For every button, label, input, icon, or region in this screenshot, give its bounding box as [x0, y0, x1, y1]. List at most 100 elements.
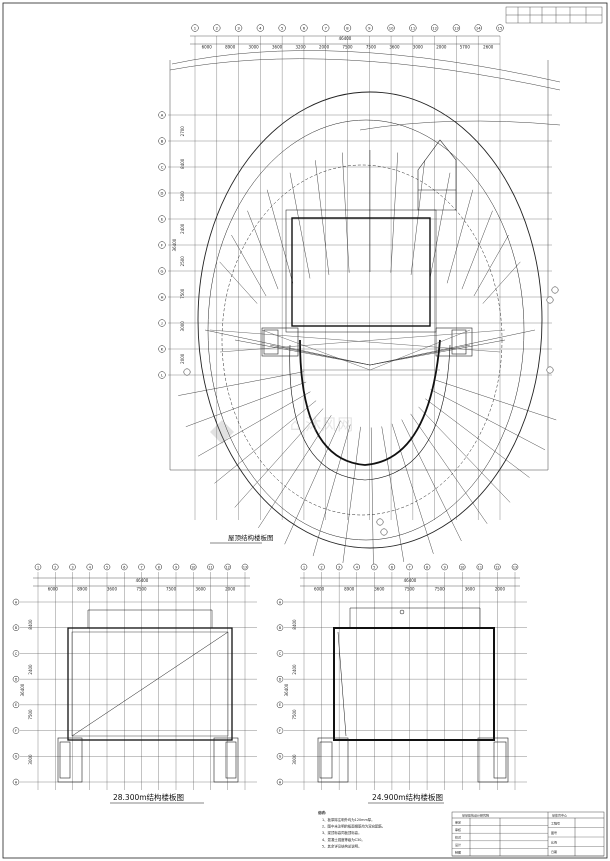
right_plan-axis-top-10-label: 10 [460, 565, 464, 569]
left_plan-axis-top-1-label: 1 [37, 565, 39, 569]
top-axis-bubble-12: 12 [430, 24, 439, 32]
top-overall-dim: 46400 [339, 36, 352, 41]
title-project: 某体育中心 [552, 813, 567, 818]
right_plan-axis-top-4: 4 [353, 563, 360, 571]
right_plan-axis-left-A: A [276, 598, 284, 606]
left_plan-axis-left-A: A [12, 598, 20, 606]
right_plan-bay-dim-4: 7500 [435, 587, 446, 592]
extra-axis-bubble [546, 296, 554, 304]
right_plan-axis-top-10: 10 [459, 563, 466, 571]
top-bay-dim-4: 3200 [295, 45, 306, 50]
left_plan-axis-top-12-label: 12 [226, 565, 230, 569]
radial-beam [446, 189, 474, 284]
top-axis-bubble-H-label: H [161, 296, 164, 300]
left_plan-axis-top-6-label: 6 [123, 565, 125, 569]
left-left-total: 36400 [20, 683, 25, 696]
right-stair-cores [317, 737, 509, 783]
top-axis-bubble-A: A [158, 111, 166, 119]
top-axis-bubble-5-label: 5 [281, 27, 284, 31]
right_plan-axis-left-E-label: E [279, 703, 281, 707]
left_plan-axis-left-D-label: D [15, 677, 18, 681]
top-bay-dim-7: 7500 [366, 45, 377, 50]
left_plan-axis-left-E: E [12, 701, 20, 709]
top-axis-bubble-G-label: G [161, 270, 164, 274]
left_plan-axis-top-5-label: 5 [106, 565, 108, 569]
left_plan-axis-left-G: G [12, 753, 20, 760]
top-bay-dim-0: 6000 [202, 45, 213, 50]
radial-beam [342, 426, 361, 564]
top-axis-bubble-C-label: C [161, 166, 164, 170]
bracing-lines [209, 329, 506, 371]
right_plan-axis-left-F-label: F [279, 729, 281, 733]
top-axis-bubble-11-label: 11 [410, 27, 415, 31]
top-axis-bubble-2-label: 2 [216, 27, 218, 31]
right_plan-axis-left-D-label: D [279, 677, 282, 681]
right_plan-left-dim-1: 2400 [292, 664, 297, 675]
title-right-row-1: 图号 [551, 830, 557, 835]
right_plan-left-dim-0: 8400 [292, 619, 297, 630]
left_plan-left-dim-3: 3000 [28, 754, 33, 765]
stadium-outline [197, 91, 543, 549]
right_plan-axis-top-4-label: 4 [356, 565, 358, 569]
left_plan-axis-top-5: 5 [103, 563, 111, 571]
top-axis-bubble-B-label: B [161, 140, 164, 144]
right_plan-axis-left-B: B [276, 624, 284, 631]
left_plan-axis-left-D: D [12, 675, 20, 683]
left_plan-axis-top-8-label: 8 [158, 565, 160, 569]
top-axis-bubble-8: 8 [343, 24, 352, 32]
radial-beam [410, 413, 488, 524]
title-row-2: 校对 [455, 835, 461, 840]
left_plan-axis-left-H: H [12, 778, 20, 786]
right_plan-axis-top-3: 3 [335, 563, 343, 571]
right_plan-bay-dim-2: 3600 [374, 587, 385, 592]
svg-text:⌂ 沐风网: ⌂ 沐风网 [290, 415, 353, 434]
tower-right [417, 139, 457, 211]
top-axis-bubble-8-label: 8 [346, 27, 349, 31]
title-right-row-0: 工程号 [551, 821, 560, 826]
left_plan-axis-left-G-label: G [15, 755, 18, 759]
left_plan-axis-left-C-label: C [15, 652, 18, 656]
top-bay-dim-2: 3000 [249, 45, 260, 50]
radial-beam [258, 415, 332, 529]
left_plan-axis-top-3: 3 [69, 563, 76, 571]
left_plan-axis-top-13-label: 13 [243, 565, 247, 569]
top-axis-bubble-5: 5 [278, 24, 286, 32]
top-axis-bubble-6: 6 [300, 24, 308, 32]
left_plan-axis-top-9-label: 9 [175, 565, 177, 569]
right_plan-axis-left-B-label: B [279, 626, 282, 630]
left_plan-axis-top-10-label: 10 [191, 565, 195, 569]
title-right-row-2: 比例 [551, 840, 557, 845]
left-overall-dim: 46400 [136, 578, 149, 583]
top-axis-bubble-1: 1 [191, 24, 199, 32]
extra-axis-bubble [380, 528, 388, 536]
radial-beam [247, 210, 279, 290]
note-line-3: 4、混凝土强度等级为C30。 [322, 837, 365, 842]
top-axis-bubble-H: H [158, 293, 166, 301]
right_plan-axis-top-6-label: 6 [391, 565, 393, 569]
top-axis-bubble-13-label: 13 [454, 27, 459, 31]
left_plan-axis-top-2: 2 [52, 563, 59, 571]
radial-beam [434, 379, 557, 421]
converging-line [269, 344, 371, 366]
top-axis-bubble-A-label: A [161, 114, 164, 118]
left_plan-axis-left-A-label: A [15, 600, 18, 604]
right_plan-axis-top-5-label: 5 [373, 565, 375, 569]
left_plan-axis-left-B: B [12, 624, 20, 631]
top-axis-bubble-G: G [158, 267, 166, 275]
top-bay-dim-1: 8900 [225, 45, 236, 50]
right_plan-axis-top-9-label: 9 [444, 565, 446, 569]
right_plan-axis-top-12: 12 [494, 563, 501, 571]
general-notes: 说明： 1、板厚除注明外均为120mm厚。2、图中未注明的板面钢筋均为双向配筋。… [318, 810, 385, 848]
left_plan-axis-top-2-label: 2 [54, 565, 56, 569]
top-axis-bubble-D-label: D [161, 192, 164, 196]
top-axis-bubble-7-label: 7 [325, 27, 328, 31]
top-axis-bubble-D: D [158, 189, 166, 197]
right_plan-axis-left-A-label: A [279, 600, 282, 604]
note-line-1: 2、图中未注明的板面钢筋均为双向配筋。 [322, 824, 385, 829]
left_plan-bay-dim-0: 6000 [48, 587, 59, 592]
top-axis-bubble-F: F [158, 241, 166, 249]
radial-beam [430, 389, 546, 451]
radial-beam [370, 427, 374, 565]
top-axis-bubble-2: 2 [213, 24, 221, 32]
